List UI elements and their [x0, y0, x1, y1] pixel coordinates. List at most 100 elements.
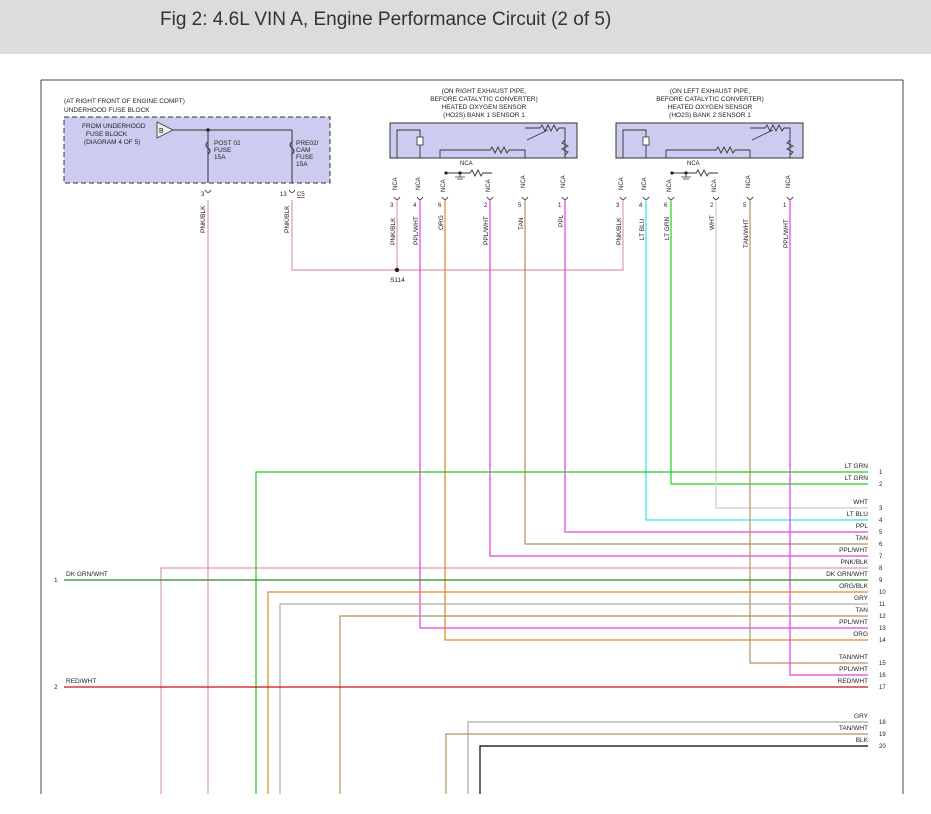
svg-text:RED/WHT: RED/WHT: [66, 678, 96, 685]
svg-text:S114: S114: [390, 277, 405, 284]
ho2s-bank2-sensor1: (ON LEFT EXHAUST PIPE, BEFORE CATALYTIC …: [615, 88, 804, 248]
svg-text:10: 10: [879, 590, 886, 596]
svg-text:9: 9: [879, 578, 883, 584]
svg-text:6: 6: [664, 203, 668, 209]
fuse-pre02-cam-icon: [289, 141, 295, 155]
svg-text:14: 14: [879, 638, 886, 644]
wire-pnkblk-fuse-pin13: [291, 200, 624, 271]
svg-text:NCA: NCA: [393, 177, 399, 190]
svg-text:NCA: NCA: [667, 179, 673, 192]
svg-text:TAN: TAN: [518, 217, 525, 230]
fuse-block-from-line1: FROM UNDERHOOD: [82, 123, 146, 130]
wire-org-s1-pin6: [444, 200, 868, 641]
fuse-post02-icon: [205, 141, 211, 155]
svg-text:PPL/WHT: PPL/WHT: [839, 666, 868, 673]
svg-text:3: 3: [616, 203, 620, 209]
svg-text:NCA: NCA: [619, 177, 625, 190]
fuse-block-name: UNDERHOOD FUSE BLOCK: [64, 107, 150, 114]
svg-text:PNK/BLK: PNK/BLK: [616, 217, 623, 245]
svg-text:1: 1: [54, 577, 58, 584]
svg-text:WHT: WHT: [853, 499, 868, 506]
title-bar: Fig 2: 4.6L VIN A, Engine Performance Ci…: [0, 0, 931, 54]
fuse-connector-c5: C5: [297, 192, 305, 198]
svg-text:(ON LEFT EXHAUST PIPE,: (ON LEFT EXHAUST PIPE,: [670, 88, 751, 95]
wire-gry-row11: [279, 603, 868, 794]
sensor1-wire-labels: PNK/BLK PPL/WHT ORG PPL/WHT TAN PPL: [390, 214, 565, 245]
right-label-16: PPL/WHT 16: [839, 666, 886, 679]
wire-wht-s2-pin2: [715, 200, 868, 509]
svg-text:16: 16: [879, 673, 886, 679]
fuse-post02-label: POST 02 FUSE 15A: [214, 140, 241, 161]
wire-ltblu-s2-pin4: [645, 200, 868, 521]
svg-text:POST 02: POST 02: [214, 140, 241, 147]
wire-tanwht-s2-pin5: [749, 200, 868, 664]
svg-text:GRY: GRY: [854, 713, 869, 720]
wire-ltgrn-s2-pin6: [670, 200, 868, 485]
wire-pnkblk-row8: [160, 567, 868, 794]
svg-text:NCA: NCA: [642, 177, 648, 190]
svg-text:TAN: TAN: [855, 535, 868, 542]
left-references: 1 DK GRN/WHT 2 RED/WHT: [54, 571, 108, 691]
fuse-pin-13: 13: [280, 192, 287, 198]
svg-text:NCA: NCA: [746, 175, 752, 188]
fuse-block-location: (AT RIGHT FRONT OF ENGINE COMPT): [64, 98, 185, 105]
wire-label-pnkblk-1: PNK/BLK: [200, 205, 207, 233]
svg-text:CAM: CAM: [296, 147, 310, 154]
wires: [64, 200, 868, 794]
svg-text:TAN/WHT: TAN/WHT: [839, 725, 868, 732]
svg-text:LT BLU: LT BLU: [639, 218, 646, 240]
svg-text:TAN/WHT: TAN/WHT: [839, 654, 868, 661]
svg-text:15A: 15A: [214, 154, 226, 161]
fuse-block-from-line3: (DIAGRAM 4 OF 5): [84, 139, 140, 146]
svg-text:2: 2: [484, 203, 488, 209]
wire-pplwht-s1-pin4: [419, 200, 868, 629]
svg-text:DK GRN/WHT: DK GRN/WHT: [826, 571, 868, 578]
wire-pplwht-s1-pin2: [489, 200, 868, 557]
sensor2-wire-labels: PNK/BLK LT BLU LT GRN WHT TAN/WHT PPL/WH…: [616, 215, 790, 248]
svg-text:12: 12: [879, 614, 886, 620]
svg-text:6: 6: [879, 542, 883, 548]
svg-text:LT BLU: LT BLU: [847, 511, 869, 518]
fuse-block-box: [63, 116, 331, 184]
wire-gry-row18: [467, 721, 868, 794]
svg-text:1: 1: [558, 203, 562, 209]
svg-text:GRY: GRY: [854, 595, 869, 602]
right-label-6: TAN 6: [855, 535, 883, 548]
right-label-4: LT BLU 4: [847, 511, 883, 524]
svg-text:PPL/WHT: PPL/WHT: [483, 216, 490, 245]
svg-text:5: 5: [518, 203, 522, 209]
svg-text:WHT: WHT: [709, 215, 716, 230]
svg-text:NCA: NCA: [416, 177, 422, 190]
svg-text:FUSE: FUSE: [296, 154, 314, 161]
svg-text:(HO2S) BANK 2 SENSOR 1: (HO2S) BANK 2 SENSOR 1: [669, 112, 751, 119]
svg-text:PPL: PPL: [558, 214, 565, 227]
svg-text:20: 20: [879, 744, 886, 750]
right-label-3: WHT 3: [853, 499, 883, 512]
svg-text:3: 3: [879, 506, 883, 512]
right-label-9: DK GRN/WHT 9: [826, 571, 883, 584]
svg-text:NCA: NCA: [786, 175, 792, 188]
svg-text:(ON RIGHT EXHAUST PIPE,: (ON RIGHT EXHAUST PIPE,: [442, 88, 527, 95]
svg-text:DK GRN/WHT: DK GRN/WHT: [66, 571, 108, 578]
svg-text:5: 5: [743, 203, 747, 209]
svg-text:LT GRN: LT GRN: [845, 475, 869, 482]
svg-text:4: 4: [879, 518, 883, 524]
svg-text:17: 17: [879, 685, 886, 691]
svg-text:NCA: NCA: [712, 179, 718, 192]
svg-text:NCA: NCA: [486, 179, 492, 192]
page-title: Fig 2: 4.6L VIN A, Engine Performance Ci…: [160, 9, 612, 30]
svg-text:3: 3: [390, 203, 394, 209]
svg-text:NCA: NCA: [460, 161, 473, 167]
underhood-fuse-block: (AT RIGHT FRONT OF ENGINE COMPT) UNDERHO…: [63, 98, 331, 233]
